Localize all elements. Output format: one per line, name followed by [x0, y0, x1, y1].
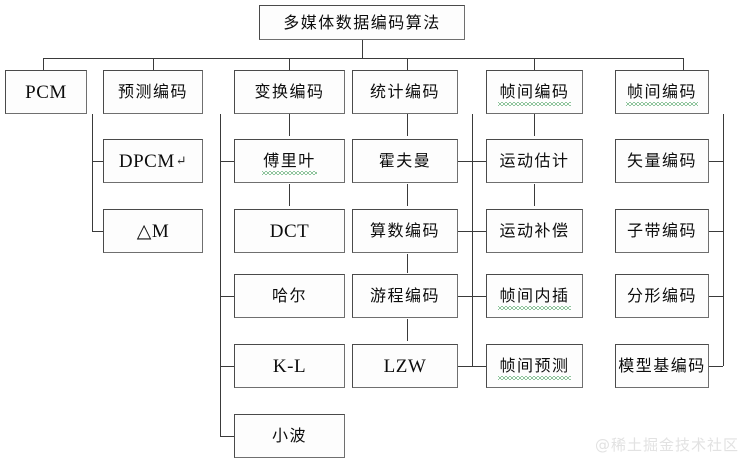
connector-spine-col3	[220, 114, 221, 436]
node-lzw-label: LZW	[383, 355, 427, 377]
node-fractal-coding-label: 分形编码	[626, 286, 697, 305]
node-kl-label: K-L	[272, 355, 307, 377]
node-arithmetic-coding[interactable]: 算数编码	[352, 209, 458, 253]
connector-stub-fractal-coding	[709, 296, 723, 297]
connector-stub-model-based-coding	[709, 366, 723, 367]
node-pcm-label: PCM	[25, 81, 67, 103]
node-vector-coding[interactable]: 矢量编码	[615, 139, 709, 183]
connector-stub-wavelet	[220, 436, 234, 437]
connector-spine-col2	[92, 114, 93, 232]
connector-drop-col6	[683, 58, 684, 70]
node-frame-prediction[interactable]: 帧间预测	[486, 344, 583, 388]
node-delta-m[interactable]: △M	[103, 209, 203, 253]
connector-link-estimation-compensation	[534, 184, 535, 206]
connector-link-arithmetic-rle	[407, 254, 408, 273]
pilcrow-icon: ↵	[175, 152, 188, 168]
connector-main-bus	[43, 58, 684, 59]
node-statistical-coding[interactable]: 统计编码	[352, 70, 458, 114]
node-transform-coding-label: 变换编码	[254, 82, 325, 101]
connector-drop-col3	[289, 58, 290, 70]
node-arithmetic-coding-label: 算数编码	[369, 221, 440, 240]
node-pcm[interactable]: PCM	[5, 70, 87, 114]
root-node-multimedia-coding-algorithms[interactable]: 多媒体数据编码算法	[259, 5, 465, 40]
connector-stub-arithmetic	[458, 231, 472, 232]
connector-link-transform-fourier	[289, 114, 290, 136]
connector-stub-lzw	[458, 366, 472, 367]
node-haar[interactable]: 哈尔	[234, 274, 345, 318]
node-vector-coding-label: 矢量编码	[626, 151, 697, 170]
connector-drop-col2	[153, 58, 154, 70]
connector-link-stat-huffman	[407, 114, 408, 136]
connector-stub-kl	[220, 366, 234, 367]
connector-spine-col6	[723, 114, 724, 366]
connector-stub-motion-compensation	[472, 231, 486, 232]
node-wavelet[interactable]: 小波	[234, 414, 345, 458]
node-frame-interpolation[interactable]: 帧间内插	[486, 274, 583, 318]
connector-spine-col5	[472, 114, 473, 366]
node-fourier[interactable]: 傅里叶	[234, 139, 345, 183]
node-model-based-coding[interactable]: 模型基编码	[615, 344, 709, 388]
node-intraframe-coding[interactable]: 帧间编码	[486, 70, 583, 114]
node-dpcm[interactable]: DPCM↵	[103, 139, 203, 183]
connector-stub-rle	[458, 296, 472, 297]
connector-drop-col1	[43, 58, 44, 70]
node-model-based-coding-label: 模型基编码	[618, 356, 706, 375]
connector-stub-frame-interpolation	[472, 296, 486, 297]
node-interframe-coding[interactable]: 帧间编码	[615, 70, 709, 114]
node-motion-estimation-label: 运动估计	[499, 151, 570, 170]
node-predictive-coding-label: 预测编码	[117, 82, 188, 101]
node-fractal-coding[interactable]: 分形编码	[615, 274, 709, 318]
connector-link-rle-lzw	[407, 319, 408, 341]
connector-root-stem	[362, 40, 363, 58]
node-kl[interactable]: K-L	[234, 344, 345, 388]
node-predictive-coding[interactable]: 预测编码	[103, 70, 203, 114]
connector-stub-subband-coding	[709, 231, 723, 232]
node-interframe-coding-label: 帧间编码	[625, 82, 699, 106]
node-delta-m-label: △M	[136, 220, 170, 242]
connector-stub-frame-prediction	[472, 366, 486, 367]
node-dct-label: DCT	[269, 220, 310, 242]
node-lzw[interactable]: LZW	[352, 344, 458, 388]
connector-stub-motion-estimation	[472, 161, 486, 162]
connector-stub-deltam	[92, 231, 106, 232]
node-motion-estimation[interactable]: 运动估计	[486, 139, 583, 183]
connector-link-fourier-dct	[289, 184, 290, 206]
node-frame-prediction-label: 帧间预测	[498, 356, 571, 380]
node-run-length-coding-label: 游程编码	[369, 286, 440, 305]
connector-drop-col4	[407, 58, 408, 70]
node-intraframe-coding-label: 帧间编码	[498, 82, 571, 106]
connector-stub-huffman	[458, 161, 472, 162]
connector-drop-col5	[534, 58, 535, 70]
node-motion-compensation-label: 运动补偿	[499, 221, 570, 240]
connector-stub-dpcm	[92, 161, 106, 162]
connector-stub-haar	[220, 296, 234, 297]
node-subband-coding[interactable]: 子带编码	[615, 209, 709, 253]
node-statistical-coding-label: 统计编码	[369, 82, 440, 101]
watermark: @稀土掘金技术社区	[594, 436, 739, 454]
node-fourier-label: 傅里叶	[262, 151, 317, 175]
connector-stub-vector-coding	[709, 161, 723, 162]
node-huffman-label: 霍夫曼	[378, 151, 432, 170]
connector-stub-fourier	[220, 161, 234, 162]
node-dct[interactable]: DCT	[234, 209, 345, 253]
node-run-length-coding[interactable]: 游程编码	[352, 274, 458, 318]
node-wavelet-label: 小波	[271, 426, 307, 445]
connector-link-huffman-arithmetic	[407, 184, 408, 206]
node-haar-label: 哈尔	[271, 286, 307, 305]
node-transform-coding[interactable]: 变换编码	[234, 70, 345, 114]
node-dpcm-label: DPCM↵	[118, 150, 188, 172]
node-huffman[interactable]: 霍夫曼	[352, 139, 458, 183]
connector-link-intra-estimation	[534, 114, 535, 136]
root-node-label: 多媒体数据编码算法	[283, 12, 441, 32]
node-frame-interpolation-label: 帧间内插	[498, 286, 571, 310]
node-motion-compensation[interactable]: 运动补偿	[486, 209, 583, 253]
node-subband-coding-label: 子带编码	[626, 221, 697, 240]
